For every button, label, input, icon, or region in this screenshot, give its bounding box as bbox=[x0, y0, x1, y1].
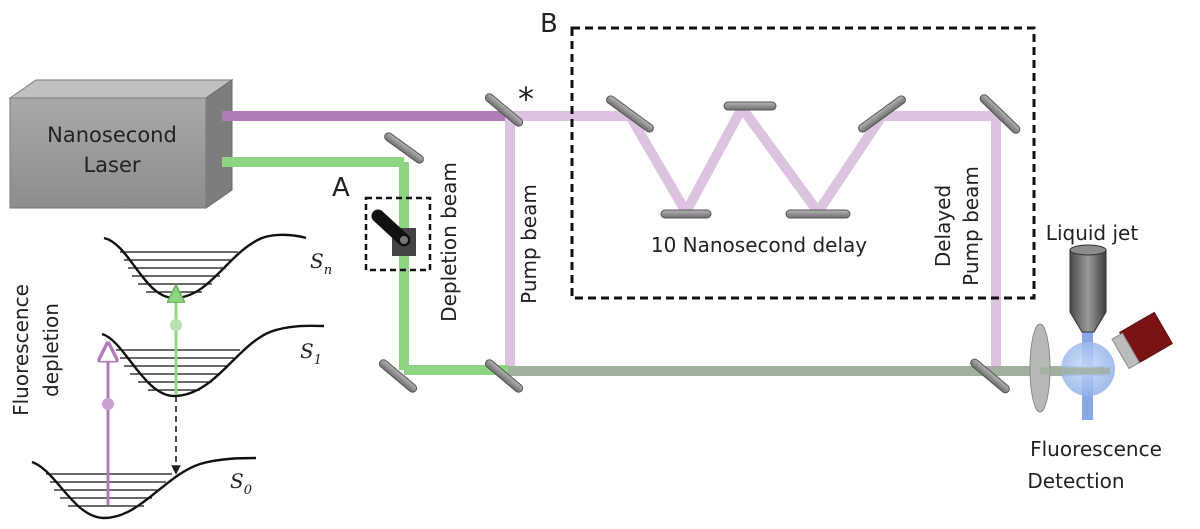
beams bbox=[222, 105, 1104, 376]
potential-well-s1 bbox=[101, 324, 325, 398]
pump-beam-label: Pump beam bbox=[517, 184, 541, 304]
fluorescence-detection-line2: Detection bbox=[1027, 469, 1124, 493]
laser-label-line2: Laser bbox=[83, 153, 140, 177]
delay-beam-v3 bbox=[737, 105, 823, 215]
detector-icon bbox=[1111, 311, 1174, 370]
delay-beam-v2 bbox=[681, 105, 747, 215]
mirrors bbox=[378, 93, 1021, 394]
delayed-label-line1: Delayed bbox=[931, 185, 955, 267]
delay-box-b bbox=[570, 26, 1036, 300]
mirror-icon bbox=[378, 359, 418, 393]
detection-setup: Liquid jet Fluorescence Detection bbox=[1027, 221, 1174, 493]
depletion-beam-label: Depletion beam bbox=[437, 162, 461, 322]
liquid-jet-nozzle bbox=[1069, 249, 1107, 333]
mirror-icon bbox=[484, 359, 524, 393]
potential-well-sn bbox=[103, 233, 307, 300]
delayed-label-line2: Pump beam bbox=[959, 166, 983, 286]
delay-beam-v1 bbox=[625, 113, 691, 215]
box-a-label: A bbox=[332, 173, 350, 203]
laser-box: Nanosecond Laser bbox=[8, 79, 234, 209]
shutter-box-a: A bbox=[332, 173, 432, 272]
delay-label: 10 Nanosecond delay bbox=[651, 233, 867, 257]
mirror-icon bbox=[723, 101, 777, 111]
mirror-icon bbox=[384, 132, 424, 164]
box-b-label: B bbox=[540, 9, 558, 39]
mirror-icon bbox=[606, 95, 654, 133]
state-sn-label: Sn bbox=[310, 249, 332, 278]
star-marker: * bbox=[518, 80, 534, 118]
liquid-jet-label: Liquid jet bbox=[1046, 221, 1139, 245]
state-s1-label: S1 bbox=[300, 339, 322, 368]
mirror-icon bbox=[858, 95, 906, 133]
potential-well-s0 bbox=[31, 456, 257, 520]
mirror-icon bbox=[660, 209, 712, 219]
laser-label-line1: Nanosecond bbox=[47, 123, 177, 147]
delay-beam-v4 bbox=[813, 113, 887, 215]
mirror-icon bbox=[970, 358, 1010, 394]
mirror-icon bbox=[484, 93, 524, 127]
fluorescence-depletion-line1: Fluorescence bbox=[9, 284, 33, 416]
mirror-icon bbox=[979, 94, 1021, 134]
fluorescence-depletion-line2: depletion bbox=[39, 303, 63, 397]
fluorescence-detection-line1: Fluorescence bbox=[1030, 437, 1162, 461]
energy-diagram: Sn S1 S0 Fluorescence depletion bbox=[9, 233, 332, 520]
state-s0-label: S0 bbox=[230, 469, 252, 498]
mirror-icon bbox=[785, 209, 851, 219]
